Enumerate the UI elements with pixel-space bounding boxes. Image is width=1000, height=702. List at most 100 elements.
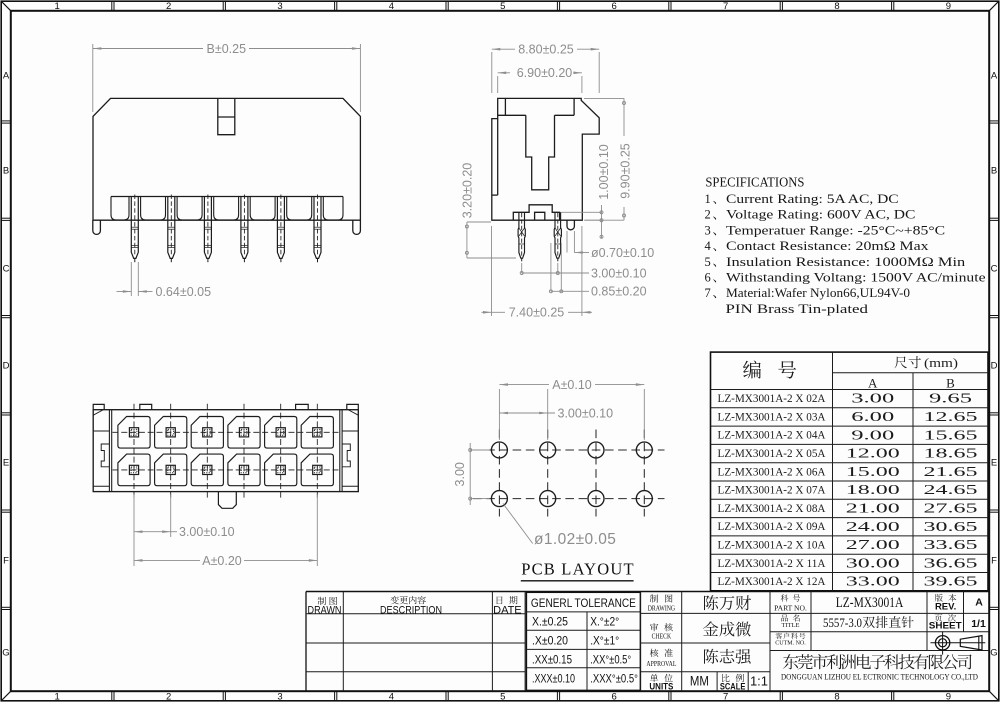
svg-text:ø0.70±0.10: ø0.70±0.10 [591,246,654,260]
svg-text:C: C [3,264,10,275]
svg-text:B: B [946,376,955,391]
svg-text:X.±0.25: X.±0.25 [532,617,568,629]
svg-text:LZ-MX3001A-2 X 09A: LZ-MX3001A-2 X 09A [718,519,826,533]
svg-text:39.65: 39.65 [924,574,978,589]
svg-text:TITLE: TITLE [781,622,799,629]
svg-text:LZ-MX3001A: LZ-MX3001A [836,595,904,611]
svg-text:A±0.20: A±0.20 [202,554,242,568]
svg-text:F: F [3,556,9,567]
svg-text:ø1.02±0.05: ø1.02±0.05 [534,531,616,548]
svg-text:LZ-MX3001A-2 X 12A: LZ-MX3001A-2 X 12A [718,574,826,588]
svg-text:7: 7 [723,1,728,12]
svg-text:18.65: 18.65 [924,446,978,461]
svg-text:Insulation Resistance: 1000MΩ: Insulation Resistance: 1000MΩ Min [726,255,966,269]
svg-text:CHECK: CHECK [652,632,672,641]
svg-text:3.00±0.10: 3.00±0.10 [179,525,235,539]
svg-text:7.40±0.25: 7.40±0.25 [509,306,565,320]
svg-text:LZ-MX3001A-2 X 02A: LZ-MX3001A-2 X 02A [718,391,826,405]
svg-text:F: F [991,556,997,567]
svg-text:A: A [3,71,10,82]
svg-text:.X°±1°: .X°±1° [590,636,619,648]
svg-text:A: A [868,376,878,391]
svg-text:3.00±0.10: 3.00±0.10 [558,406,614,420]
svg-text:PIN Brass Tin-plated: PIN Brass Tin-plated [726,302,869,316]
svg-text:.X±0.20: .X±0.20 [532,636,568,648]
svg-text:5: 5 [500,691,505,702]
svg-text:9.90±0.25: 9.90±0.25 [619,143,633,199]
svg-text:D: D [991,361,998,372]
svg-text:3.20±0.20: 3.20±0.20 [461,163,475,219]
svg-text:REV.: REV. [935,602,956,613]
svg-text:3.00±0.10: 3.00±0.10 [591,266,647,280]
svg-text:1: 1 [55,1,60,12]
svg-text:SHEET: SHEET [929,621,962,632]
svg-text:MM: MM [690,673,709,688]
svg-text:LZ-MX3001A-2 X 05A: LZ-MX3001A-2 X 05A [718,446,826,460]
svg-text:E: E [3,458,9,469]
svg-text:3: 3 [277,691,282,702]
svg-text:1: 1 [705,192,711,206]
svg-text:LZ-MX3001A-2 X 08A: LZ-MX3001A-2 X 08A [718,501,826,515]
svg-text:LZ-MX3001A-2 X 10A: LZ-MX3001A-2 X 10A [718,538,826,552]
svg-text:LZ-MX3001A-2 X 07A: LZ-MX3001A-2 X 07A [718,483,826,497]
svg-text:DESCRIPTION: DESCRIPTION [380,605,442,617]
svg-text:B±0.25: B±0.25 [207,42,247,56]
svg-text:B: B [3,166,9,177]
svg-text:Withstanding Voltang: 1500V A: Withstanding Voltang: 1500V AC/minute [726,271,986,285]
svg-text:.XX°±0.5°: .XX°±0.5° [590,654,631,666]
svg-text:7: 7 [723,691,728,702]
svg-text:27.00: 27.00 [846,537,900,552]
svg-text:33.65: 33.65 [924,537,978,552]
svg-text:1:1: 1:1 [750,673,768,688]
svg-text:3: 3 [705,223,711,237]
svg-text:LZ-MX3001A-2 X 11A: LZ-MX3001A-2 X 11A [718,556,826,570]
svg-text:X.°±2°: X.°±2° [590,617,619,629]
svg-text:G: G [990,648,997,659]
svg-text:SPECIFICATIONS: SPECIFICATIONS [705,176,804,191]
svg-text:24.65: 24.65 [924,482,978,497]
svg-text:30.65: 30.65 [924,519,978,534]
svg-text:DRAWING: DRAWING [648,603,676,612]
svg-text:6: 6 [612,1,617,12]
svg-text:36.65: 36.65 [924,555,978,570]
svg-text:0.85±0.20: 0.85±0.20 [591,285,647,299]
svg-text:G: G [2,648,9,659]
svg-text:30.00: 30.00 [846,555,900,570]
svg-text:UNITS: UNITS [649,682,673,692]
svg-text:Temperatuer Range: -25°C~+85°: Temperatuer Range: -25°C~+85°C [726,223,945,237]
svg-text:8.80±0.25: 8.80±0.25 [518,43,574,57]
svg-text:6.00: 6.00 [851,409,894,424]
svg-text:GENERL TOLERANCE: GENERL TOLERANCE [531,596,636,610]
svg-text:CUTM. NO.: CUTM. NO. [775,641,806,647]
svg-text:1/1: 1/1 [971,618,986,630]
svg-text:9: 9 [946,691,951,702]
svg-text:6: 6 [612,691,617,702]
svg-text:15.65: 15.65 [924,427,978,442]
svg-text:PCB LAYOUT: PCB LAYOUT [521,560,635,579]
svg-text:3: 3 [277,1,282,12]
svg-text:Material:Wafer Nylon66,UL94V-0: Material:Wafer Nylon66,UL94V-0 [726,286,910,300]
svg-text:LZ-MX3001A-2 X 03A: LZ-MX3001A-2 X 03A [718,409,826,423]
svg-text:(mm): (mm) [924,356,958,370]
svg-text:LZ-MX3001A-2 X 06A: LZ-MX3001A-2 X 06A [718,464,826,478]
svg-text:1.00±0.10: 1.00±0.10 [597,144,611,200]
svg-text:Contact Resistance: 20mΩ Max: Contact Resistance: 20mΩ Max [726,239,930,253]
svg-text:3.00: 3.00 [851,391,894,406]
svg-text:DRAWN: DRAWN [308,605,342,617]
svg-text:.XX±0.15: .XX±0.15 [532,654,572,666]
svg-text:.XXX°±0.5°: .XXX°±0.5° [590,673,638,685]
svg-text:2: 2 [166,1,171,12]
svg-text:9: 9 [946,1,951,12]
svg-text:12.65: 12.65 [924,409,978,424]
svg-text:4: 4 [705,239,712,253]
svg-text:27.65: 27.65 [924,501,978,516]
svg-text:4: 4 [389,1,394,12]
svg-text:LZ-MX3001A-2 X 04A: LZ-MX3001A-2 X 04A [718,428,826,442]
svg-text:2: 2 [166,691,171,702]
svg-text:7: 7 [705,286,711,300]
svg-text:24.00: 24.00 [846,519,900,534]
svg-text:8: 8 [834,691,839,702]
svg-text:Current Rating: 5A AC, DC: Current Rating: 5A AC, DC [726,192,899,206]
svg-text:B: B [991,166,997,177]
svg-text:5557-3.0: 5557-3.0 [823,616,862,630]
